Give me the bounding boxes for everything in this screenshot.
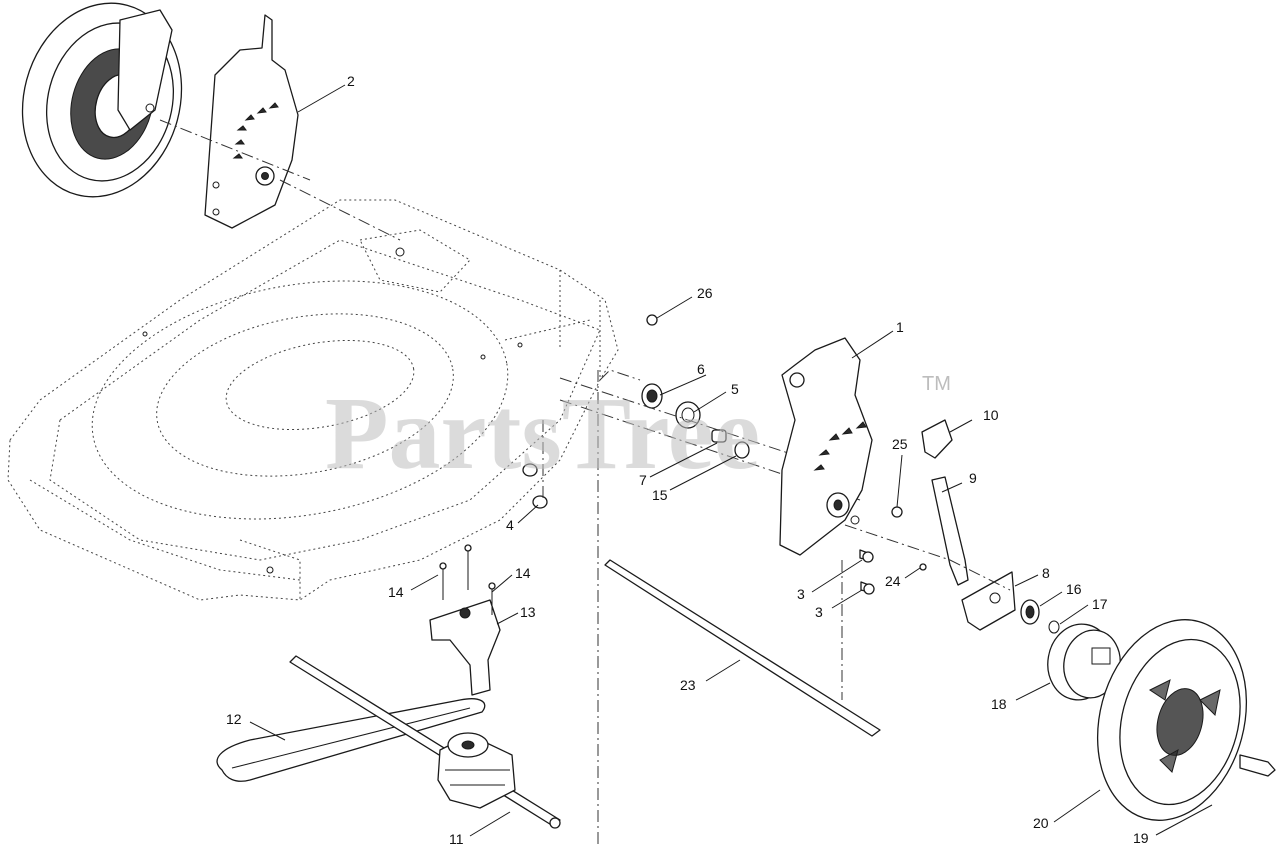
belt-guard-bracket xyxy=(429,544,501,696)
front-wheel xyxy=(1096,619,1276,821)
callout-12: 12 xyxy=(226,711,242,727)
transmission xyxy=(437,732,516,809)
watermark: PartsTree TM xyxy=(325,373,951,491)
callout-10: 10 xyxy=(983,407,999,423)
callout-11: 11 xyxy=(449,831,464,847)
callout-6: 6 xyxy=(697,361,705,377)
mower-deck xyxy=(7,199,619,601)
callouts: 2 26 1 6 5 7 15 4 25 10 9 8 16 17 3 3 24… xyxy=(226,73,1149,847)
callout-9: 9 xyxy=(969,470,977,486)
callout-14b: 14 xyxy=(515,565,531,581)
callout-14a: 14 xyxy=(388,584,404,600)
front-height-adjuster-plate xyxy=(779,337,873,556)
callout-26: 26 xyxy=(697,285,713,301)
callout-17: 17 xyxy=(1092,596,1108,612)
rod xyxy=(604,559,881,737)
watermark-text: PartsTree xyxy=(325,376,760,491)
callout-23: 23 xyxy=(680,677,696,693)
rear-wheel xyxy=(21,2,183,198)
centerlines xyxy=(159,119,1011,845)
hub-cap xyxy=(1047,623,1121,701)
callout-20: 20 xyxy=(1033,815,1049,831)
callout-16: 16 xyxy=(1066,581,1082,597)
watermark-trademark: TM xyxy=(922,373,951,395)
callout-3a: 3 xyxy=(797,586,805,602)
callout-18: 18 xyxy=(991,696,1007,712)
callout-13: 13 xyxy=(520,604,536,620)
rear-height-adjuster-plate xyxy=(204,14,299,229)
callout-8: 8 xyxy=(1042,565,1050,581)
callout-15: 15 xyxy=(652,487,668,503)
callout-25: 25 xyxy=(892,436,908,452)
wheel-bracket xyxy=(961,571,1060,634)
height-adjust-lever xyxy=(921,419,969,586)
callout-24: 24 xyxy=(885,573,901,589)
drive-belt xyxy=(216,698,486,782)
callout-5: 5 xyxy=(731,381,739,397)
callout-1: 1 xyxy=(896,319,904,335)
callout-4: 4 xyxy=(506,517,514,533)
callout-7: 7 xyxy=(639,472,647,488)
callout-2: 2 xyxy=(347,73,355,89)
axle-hardware xyxy=(522,314,861,509)
callout-19: 19 xyxy=(1133,830,1149,846)
callout-3b: 3 xyxy=(815,604,823,620)
leader-lines xyxy=(249,84,1213,837)
